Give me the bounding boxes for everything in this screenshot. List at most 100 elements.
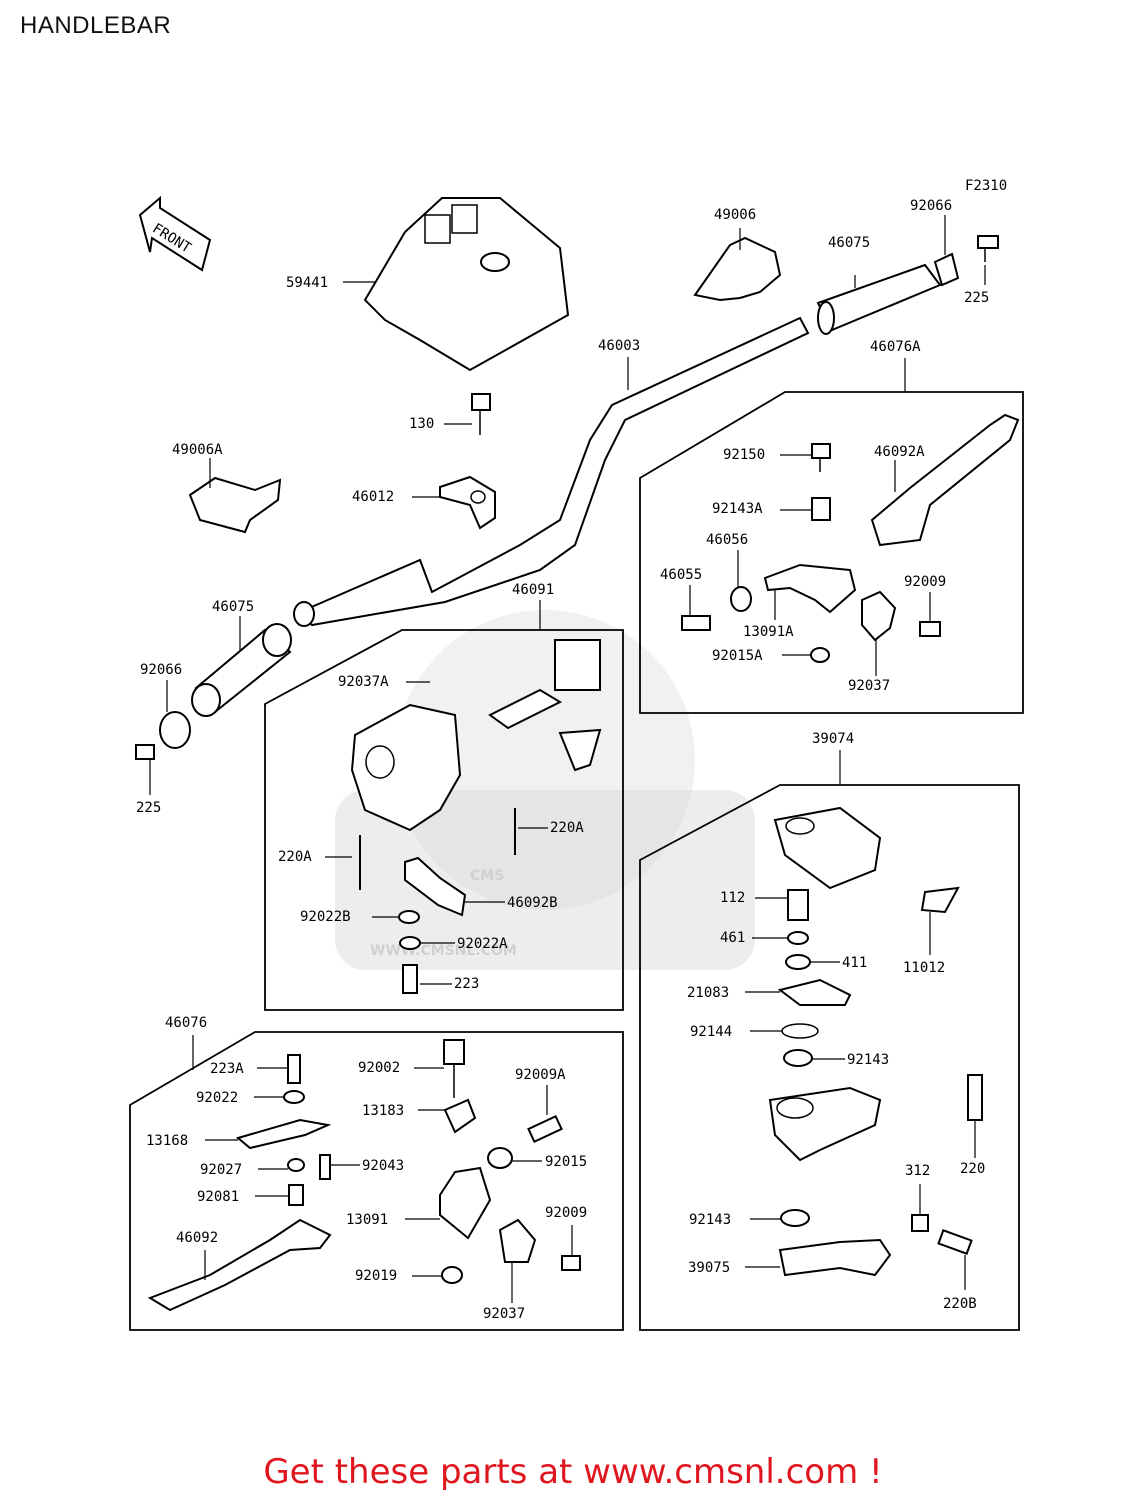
throttle-case [768,1086,882,1162]
label-92015A: 92015A [712,648,763,664]
washer-92022A [399,936,421,950]
panel-46076 [129,1031,624,1331]
screw-92009A [527,1114,563,1144]
label-92009-right: 92009 [904,574,946,590]
bolt-92009 [919,621,941,637]
label-11012: 11012 [903,960,945,976]
grip-end-cap-left [159,711,191,749]
pin-92043 [319,1154,331,1180]
label-92019: 92019 [355,1268,397,1284]
label-92009-bottom: 92009 [545,1205,587,1221]
label-92081: 92081 [197,1189,239,1205]
bolt-130 [471,393,491,435]
switch-13183 [443,1098,477,1134]
nut-46056 [730,586,752,612]
label-13183: 13183 [362,1103,404,1119]
plate-21083 [777,978,852,1006]
right-grip [816,263,942,335]
label-92022B: 92022B [300,909,351,925]
label-225-left: 225 [136,800,161,816]
label-92150: 92150 [723,447,765,463]
grip-cover [693,236,782,302]
label-46092A: 46092A [874,444,925,460]
collar-92143A [811,497,831,521]
washer-411 [785,954,811,970]
lever-holder-13091 [439,1166,492,1240]
label-92015: 92015 [545,1154,587,1170]
panel-39074 [639,784,1020,1331]
screw-223 [402,964,418,994]
label-46076A: 46076A [870,339,921,355]
screw-223A [287,1054,301,1084]
label-223A: 223A [210,1061,244,1077]
brake-lever-46092 [147,1218,332,1312]
page-title: HANDLEBAR [20,12,172,39]
label-112: 112 [720,890,745,906]
label-46056: 46056 [706,532,748,548]
panel-46076A [639,391,1024,714]
label-92144: 92144 [690,1024,732,1040]
label-92022: 92022 [196,1090,238,1106]
part-labels: 49006 92066 46075 225 59441 46003 46076A… [136,198,989,1322]
bushing-92143-b [780,1209,810,1227]
label-39075: 39075 [688,1260,730,1276]
spring-92144 [781,1023,819,1039]
label-46091: 46091 [512,582,554,598]
washer-461 [787,931,809,945]
label-92037-right: 92037 [848,678,890,694]
clamp-92037-b [498,1218,537,1263]
label-46092B: 46092B [507,895,558,911]
throttle-lever-39075 [778,1238,892,1277]
label-59441: 59441 [286,275,328,291]
nut-312 [911,1214,929,1232]
label-46092: 46092 [176,1230,218,1246]
bolt-92150 [811,443,831,472]
label-92143-b: 92143 [689,1212,731,1228]
screw-46055 [681,615,711,631]
label-46075-left: 46075 [212,599,254,615]
holder-46012 [439,475,496,530]
label-92027: 92027 [200,1162,242,1178]
label-92043: 92043 [362,1158,404,1174]
panel-46091 [264,629,624,1011]
lever-holder-13091A [763,563,857,614]
label-92143A: 92143A [712,501,763,517]
left-grip [191,623,292,717]
bushing-92143-a [783,1049,813,1067]
label-461: 461 [720,930,745,946]
nut-92019 [441,1266,463,1284]
label-39074: 39074 [812,731,854,747]
watermark-brand: CMS [470,868,504,884]
left-switch-housing [350,703,462,832]
leader-lines [149,215,986,1303]
label-46075-top: 46075 [828,235,870,251]
clamp-92037 [861,590,897,642]
spring-92081 [288,1184,304,1206]
nut-92015A [810,647,830,663]
choke-lever-46092B [404,856,467,917]
label-46003: 46003 [598,338,640,354]
label-49006A: 49006A [172,442,223,458]
label-92022A: 92022A [457,936,508,952]
label-13168: 13168 [146,1133,188,1149]
label-92066-left: 92066 [140,662,182,678]
label-13091: 13091 [346,1212,388,1228]
label-220A-left: 220A [278,849,312,865]
washer-92022 [283,1090,305,1104]
nut-92027 [287,1158,305,1172]
label-225-top: 225 [964,290,989,306]
label-220: 220 [960,1161,985,1177]
label-92143-a: 92143 [847,1052,889,1068]
screw-220 [967,1074,983,1121]
label-21083: 21083 [687,985,729,1001]
throttle-cover [773,806,882,890]
clip-11012 [920,886,960,914]
bolt-225-top [977,235,999,262]
label-49006: 49006 [714,207,756,223]
front-arrow: FRONT [138,195,212,272]
bolt-92009-b [561,1255,581,1271]
handlebar [293,316,810,627]
label-92002: 92002 [358,1060,400,1076]
label-223: 223 [454,976,479,992]
